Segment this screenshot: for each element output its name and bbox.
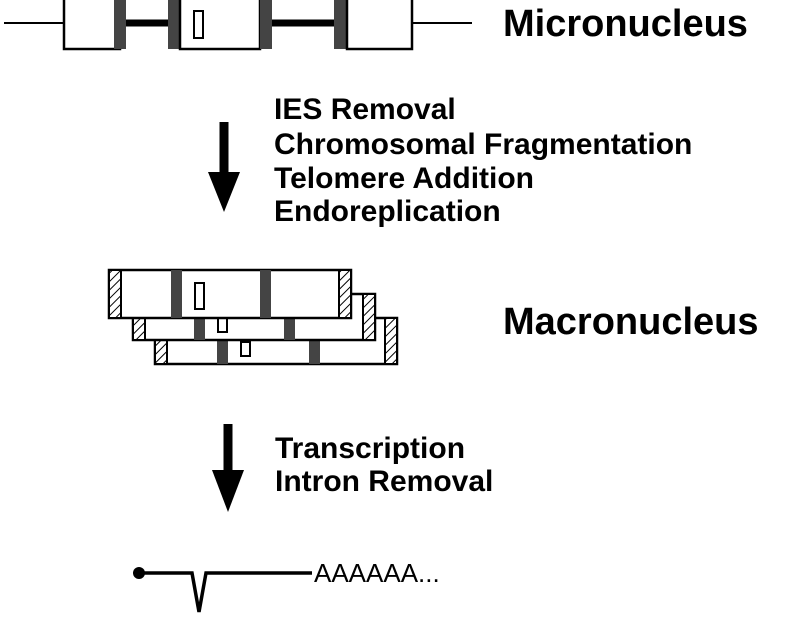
- micronucleus-box-1: [62, 0, 122, 51]
- micronucleus-label: Micronucleus: [503, 3, 748, 45]
- macronucleus-stack: [107, 268, 399, 366]
- mrna-strand: [139, 571, 312, 613]
- step-item: Transcription: [275, 432, 465, 465]
- micronucleus-ies-3: [260, 0, 272, 49]
- micronucleus-chromosome: [4, 0, 472, 51]
- micronucleus-box-2: [178, 0, 262, 51]
- step-list-2: Transcription Intron Removal: [275, 432, 493, 498]
- step-item: Endoreplication: [274, 195, 501, 228]
- step-item: IES Removal: [274, 93, 456, 126]
- micronucleus-intron: [193, 10, 204, 39]
- step-item: Chromosomal Fragmentation: [274, 128, 692, 161]
- poly-a-tail-label: AAAAAA...: [314, 558, 440, 588]
- macronucleus-molecule-1: [107, 268, 353, 320]
- step-item: Telomere Addition: [274, 162, 534, 195]
- macronucleus-label: Macronucleus: [503, 301, 759, 343]
- down-arrow-2: [212, 424, 244, 512]
- step-list-1: IES Removal Chromosomal Fragmentation Te…: [274, 93, 692, 228]
- micronucleus-box-3: [345, 0, 414, 51]
- micronucleus-ies-4: [334, 0, 347, 49]
- micronucleus-ies-2: [168, 0, 180, 49]
- down-arrow-1: [208, 122, 240, 212]
- micronucleus-ies-1: [114, 0, 126, 49]
- step-item: Intron Removal: [275, 465, 493, 498]
- mrna-molecule: [133, 567, 312, 613]
